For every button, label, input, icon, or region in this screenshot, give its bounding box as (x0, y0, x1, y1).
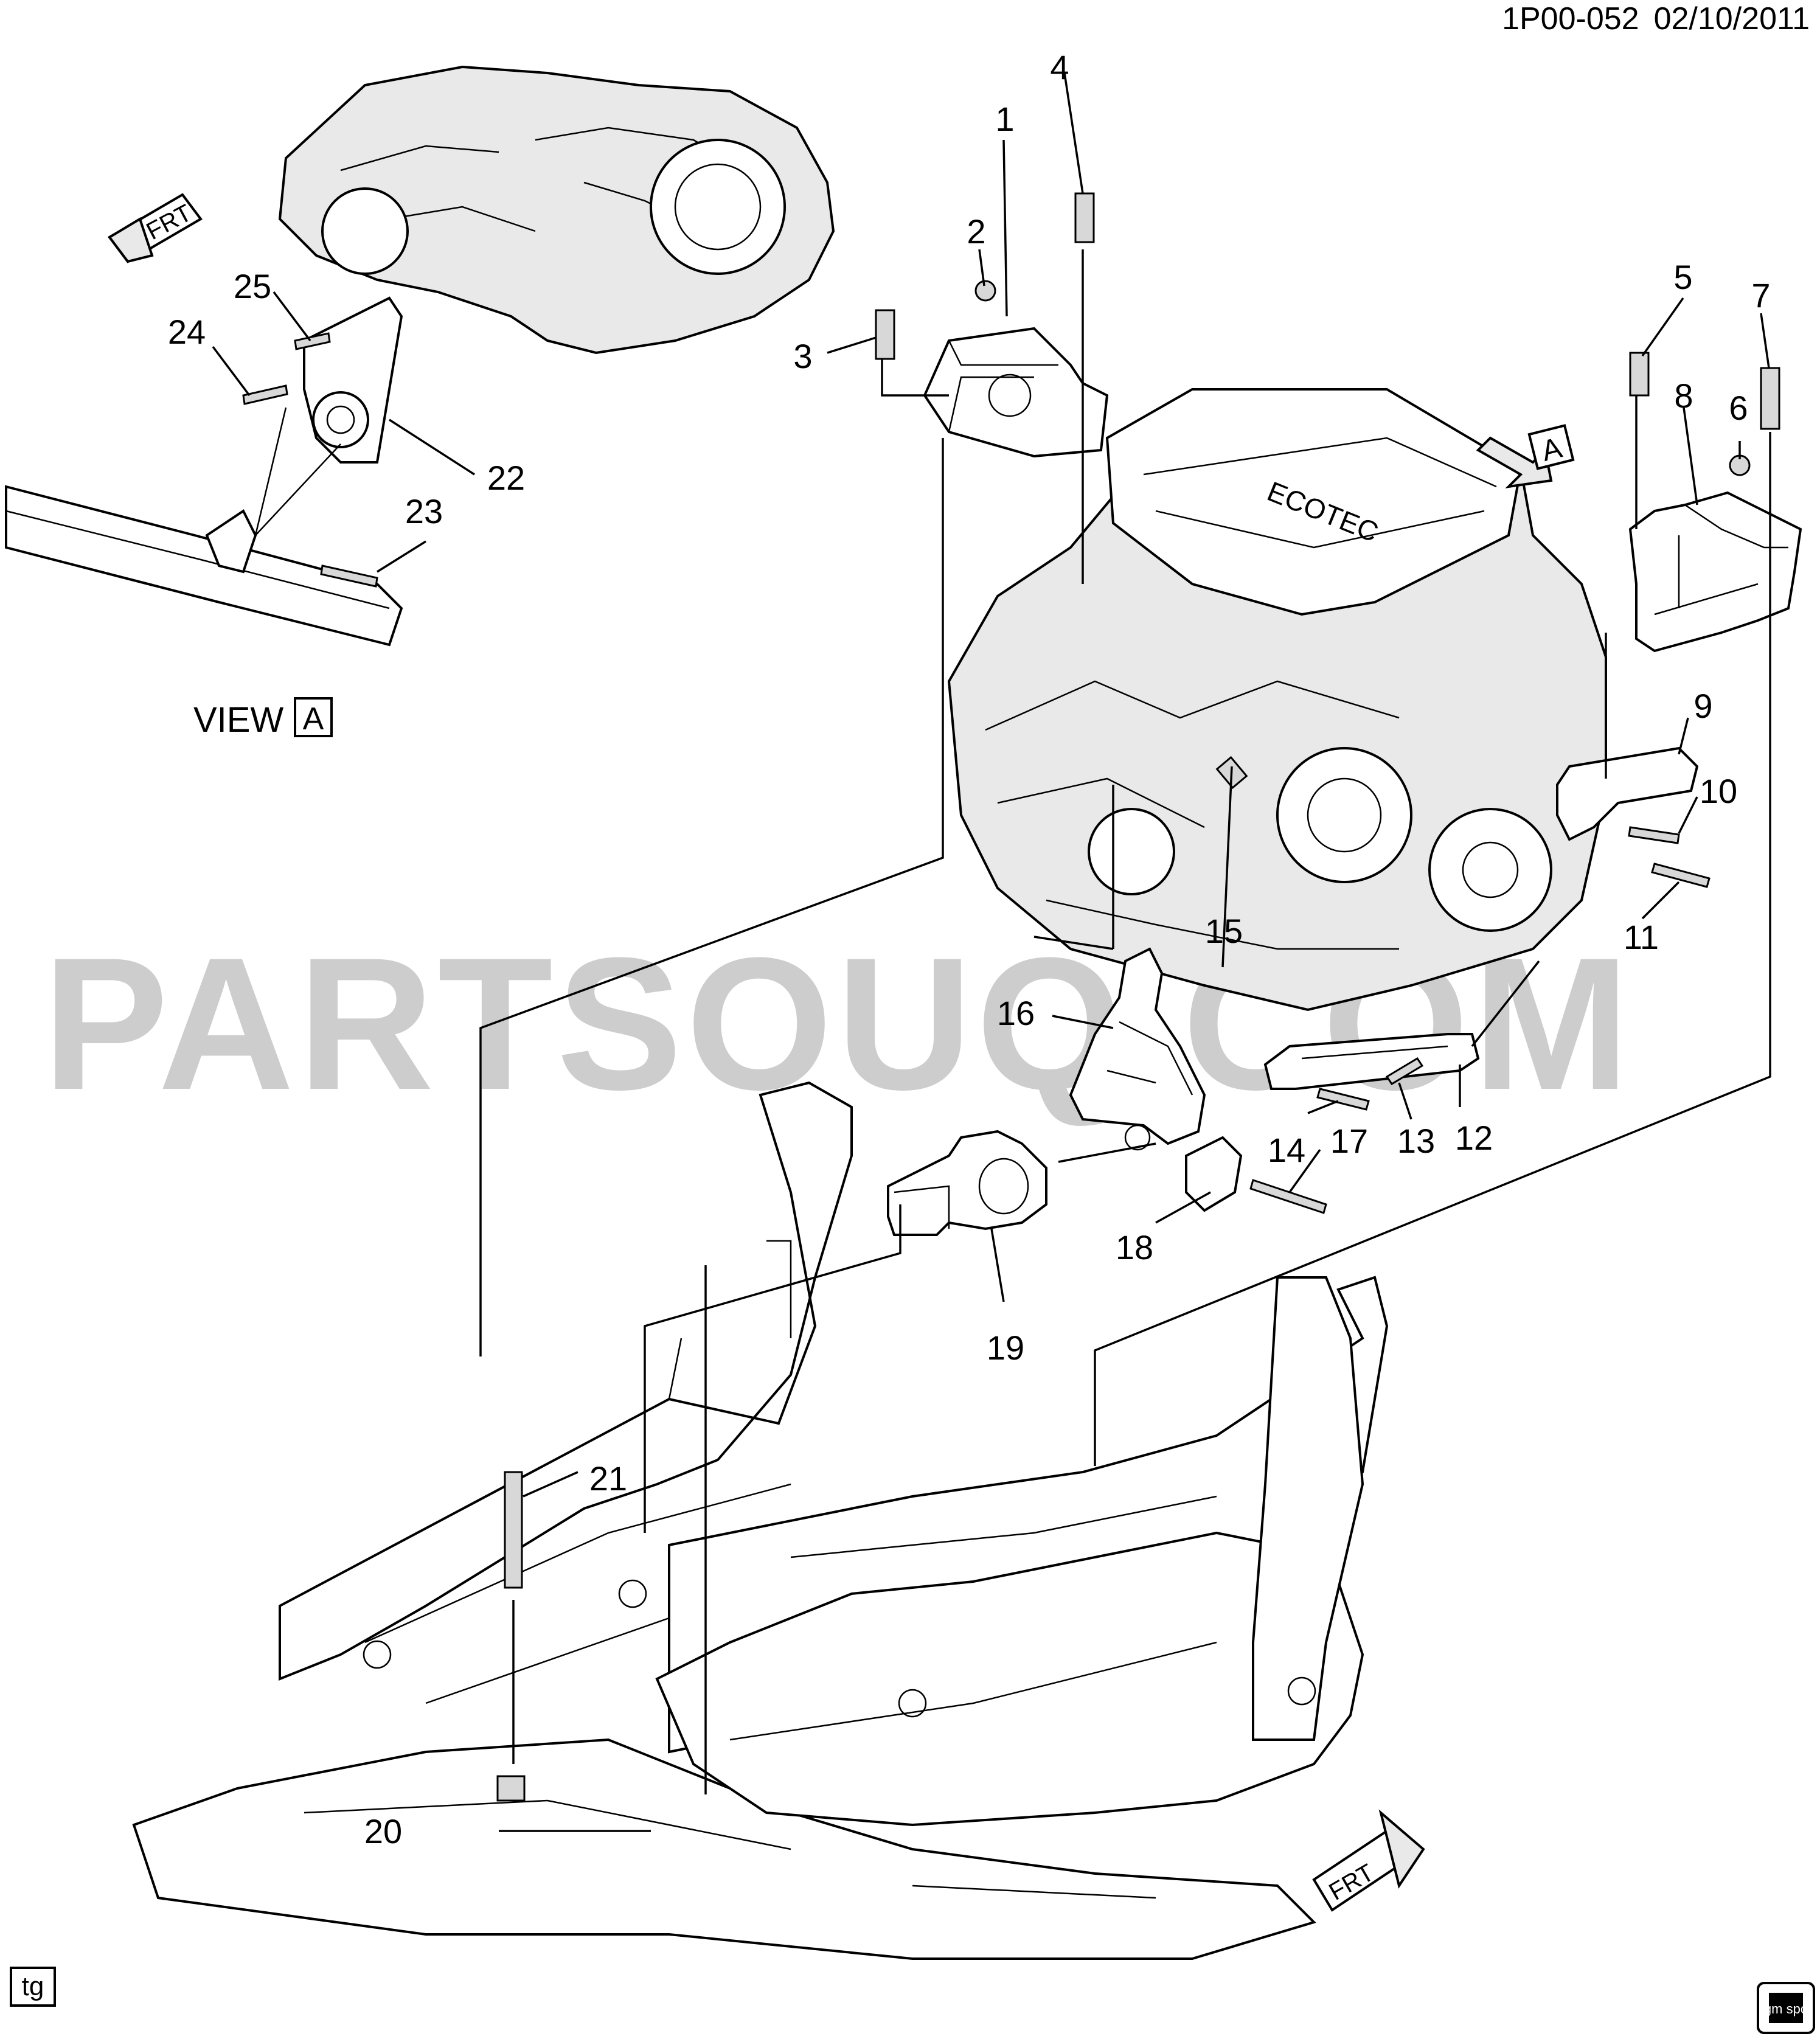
callout-1: 1 (995, 100, 1014, 138)
callout-19: 19 (987, 1329, 1024, 1367)
right-bracket-9 (1556, 746, 1699, 841)
callout-9: 9 (1693, 687, 1712, 725)
frame-rail-view-a (5, 485, 403, 647)
transmission-mount-19 (887, 1130, 1047, 1236)
callout-16: 16 (997, 994, 1035, 1032)
callout-7: 7 (1751, 276, 1770, 314)
transaxle-illustration (278, 65, 835, 355)
torque-strut-12 (1263, 1033, 1480, 1090)
bolt-21 (504, 1471, 523, 1589)
view-a-inset: FRT VIEW A (5, 65, 835, 740)
bolt-10 (1628, 826, 1680, 844)
callout-20: 20 (364, 1812, 402, 1850)
callout-12: 12 (1455, 1119, 1493, 1157)
svg-text:gm spo: gm spo (1764, 2001, 1808, 2016)
callout-5: 5 (1673, 258, 1692, 296)
bolt-13 (1385, 1057, 1424, 1086)
svg-text:A: A (303, 701, 324, 737)
bolt-4 (1074, 192, 1095, 243)
bolt-23-view-a (320, 564, 378, 588)
callout-15: 15 (1205, 912, 1243, 950)
svg-text:tg: tg (22, 1971, 44, 2001)
corner-tag: tg (10, 1967, 56, 2007)
nut-2 (974, 280, 996, 302)
crank-pulley (1276, 747, 1412, 883)
callout-23: 23 (405, 492, 443, 530)
callout-21: 21 (589, 1459, 627, 1498)
front-cradle-frame (132, 1081, 1389, 1960)
right-mount-8 (1628, 491, 1802, 653)
bolt-14 (1316, 1088, 1370, 1111)
callout-22: 22 (487, 459, 525, 497)
alignment-lines (479, 249, 1771, 1794)
view-a-label: VIEW (193, 700, 283, 740)
callout-8: 8 (1674, 377, 1693, 415)
bolt-24-view-a (242, 384, 288, 405)
callout-17: 17 (1330, 1122, 1368, 1160)
bolt-3 (875, 309, 895, 360)
bracket-18 (1185, 1136, 1243, 1212)
callout-11: 11 (1624, 918, 1659, 956)
view-a-letter-box (294, 697, 333, 737)
callout-18: 18 (1116, 1228, 1153, 1266)
callout-3: 3 (793, 337, 812, 375)
callout-6: 6 (1729, 389, 1748, 427)
callout-14: 14 (1268, 1131, 1305, 1169)
callout-10: 10 (1700, 772, 1737, 810)
balancer-pulley (1428, 808, 1552, 932)
rear-mount-bracket-16 (1069, 947, 1206, 1151)
bolt-11 (1651, 863, 1711, 888)
callout-4: 4 (1050, 48, 1069, 86)
bolt-5 (1629, 352, 1650, 397)
view-a-arrow: A (1476, 424, 1575, 488)
callout-2: 2 (967, 212, 985, 251)
nut-20 (496, 1775, 526, 1802)
left-mount-1 (923, 327, 1109, 458)
bolt-17 (1249, 1179, 1327, 1214)
frt-arrow-top: FRT (108, 193, 203, 263)
callout-25: 25 (234, 267, 271, 305)
frt-arrow-bottom: FRT (1312, 1809, 1425, 1912)
callout-leaders (499, 72, 1770, 1832)
engine-assembly: ECOTEC A (947, 388, 1607, 1012)
callout-labels: 1 2 3 4 5 6 7 8 9 10 11 12 13 14 15 16 1… (168, 48, 1771, 1850)
engine-cover (1105, 388, 1523, 616)
callout-13: 13 (1397, 1122, 1435, 1160)
bolt-25-view-a (294, 332, 331, 350)
gm-spo-logo: gm spo (1757, 1982, 1815, 2034)
callout-24: 24 (168, 313, 206, 351)
bolt-7 (1760, 367, 1780, 430)
